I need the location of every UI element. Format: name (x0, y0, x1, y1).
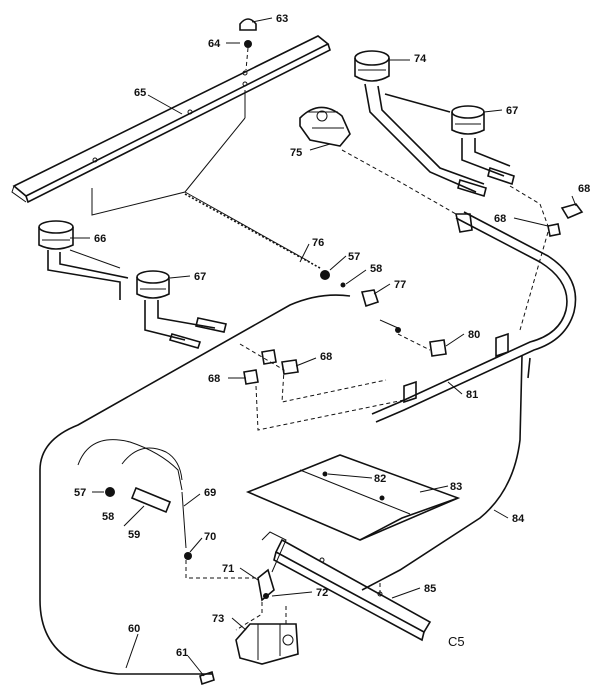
gas-manifold-pipe (371, 211, 577, 423)
burner-cap (239, 18, 257, 31)
safety-valve (257, 531, 287, 602)
hex-nut (244, 40, 252, 48)
callout-85: 85 (424, 583, 436, 595)
callout-81: 81 (466, 389, 478, 401)
callout-58: 58 (102, 511, 114, 523)
callout-67: 67 (194, 271, 206, 283)
callout-57: 57 (74, 487, 86, 499)
diagram-code: C5 (448, 634, 465, 649)
callout-57: 57 (348, 251, 360, 263)
callout-71: 71 (222, 563, 234, 575)
pressure-regulator (299, 106, 351, 147)
callout-59: 59 (128, 529, 140, 541)
orifice-hoods-right (547, 203, 584, 237)
tube-connector (199, 670, 215, 686)
callout-72: 72 (316, 587, 328, 599)
callout-66: 66 (94, 233, 106, 245)
oven-thermostat (235, 623, 299, 665)
callout-68: 68 (208, 373, 220, 385)
callout-84: 84 (512, 513, 525, 525)
burner-right-front (354, 50, 487, 198)
callout-77: 77 (394, 279, 406, 291)
leader-lines (70, 17, 577, 677)
callout-73: 73 (212, 613, 224, 625)
callout-68: 68 (320, 351, 332, 363)
elbow-fitting (429, 339, 447, 357)
callout-67: 67 (506, 105, 518, 117)
manifold-bracket (11, 35, 331, 204)
burner-right-rear (451, 105, 515, 186)
burner-shield (245, 454, 461, 541)
callout-76: 76 (312, 237, 324, 249)
thermocouple-tube (39, 294, 351, 675)
bulb (184, 552, 192, 560)
callout-65: 65 (134, 87, 146, 99)
capillary-assembly (77, 439, 187, 549)
callout-75: 75 (290, 147, 302, 159)
callout-60: 60 (128, 623, 140, 635)
orifice-hoods-left (243, 349, 299, 385)
callout-58: 58 (370, 263, 382, 275)
callout-80: 80 (468, 329, 480, 341)
callout-63: 63 (276, 13, 288, 25)
callout-74: 74 (414, 53, 427, 65)
callout-61: 61 (176, 647, 188, 659)
callout-70: 70 (204, 531, 216, 543)
ignitor-wire (361, 355, 531, 591)
callout-64: 64 (208, 38, 221, 50)
burner-left-front (38, 220, 129, 300)
callout-68: 68 (578, 183, 590, 195)
pilot-fitting (263, 593, 269, 599)
bake-burner-bracket (273, 538, 432, 642)
callout-68: 68 (494, 213, 506, 225)
flare-fitting (360, 289, 380, 308)
callout-82: 82 (374, 473, 386, 485)
burner-left-rear (136, 270, 227, 349)
callout-83: 83 (450, 481, 462, 493)
compression-fitting (320, 270, 330, 280)
ferrule (340, 282, 346, 288)
callout-69: 69 (204, 487, 216, 499)
callout-labels: 63 64 65 66 67 74 67 75 68 68 76 57 58 7… (74, 13, 590, 659)
